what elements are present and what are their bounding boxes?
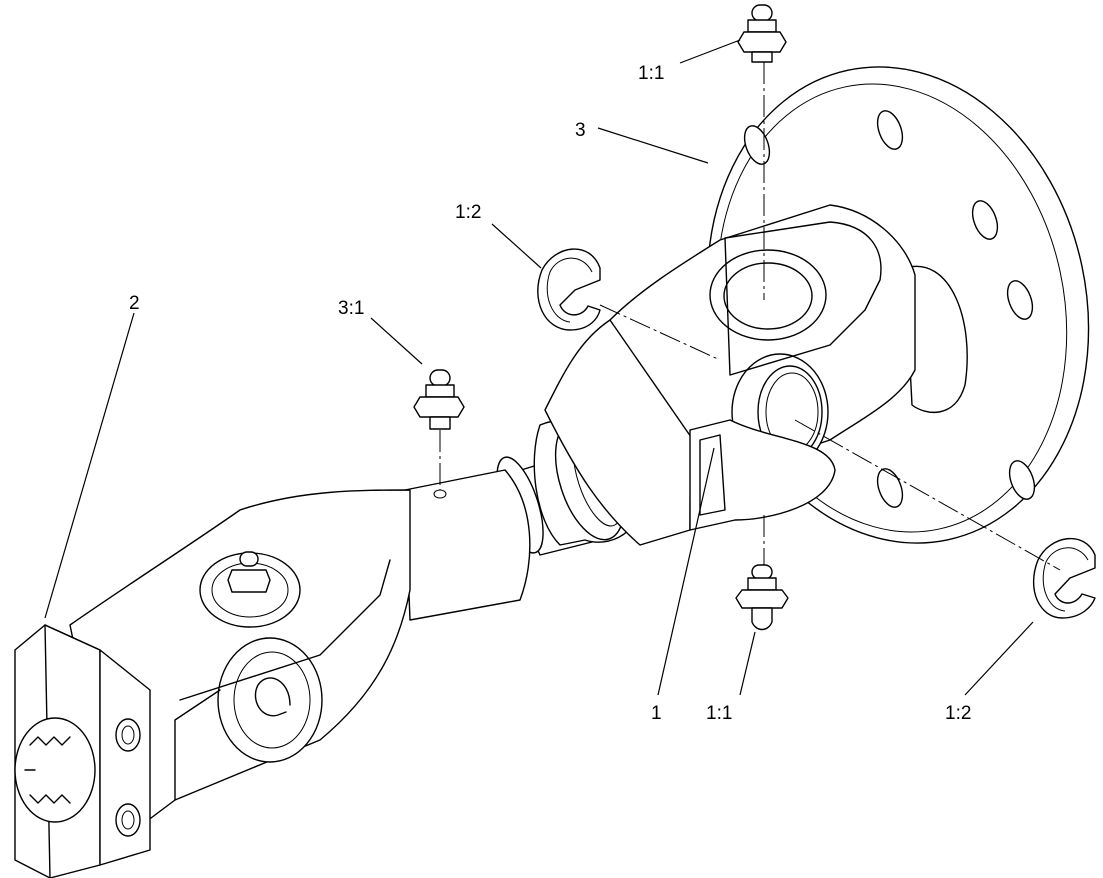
callout-1-2-left: 1:2 <box>455 202 481 223</box>
callout-1-2-right: 1:2 <box>945 703 971 724</box>
callout-3: 3 <box>575 120 586 141</box>
assembly-center-lines <box>433 62 1061 571</box>
leader-lines <box>44 39 1034 696</box>
callout-1: 1 <box>651 703 662 724</box>
callout-1-1-bottom: 1:1 <box>706 703 732 724</box>
grease-fitting-icon <box>227 4 789 631</box>
right-yoke <box>544 204 916 546</box>
snap-ring-icon <box>537 248 1096 619</box>
callout-labels: 1:1 3 1:2 2 3:1 1 1:1 1:2 <box>129 63 971 724</box>
callout-1-1-top: 1:1 <box>638 63 664 84</box>
callout-3-1: 3:1 <box>338 298 364 319</box>
callout-2: 2 <box>129 293 140 314</box>
left-yoke <box>14 469 531 878</box>
